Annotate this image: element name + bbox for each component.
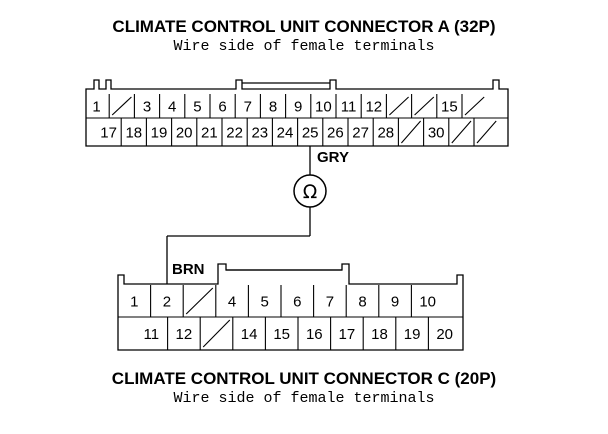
connector-c-subtitle: Wire side of female terminals xyxy=(173,390,435,407)
blank-cavity-mark xyxy=(476,120,497,144)
terminal-27: 27 xyxy=(352,125,369,142)
terminal-20: 20 xyxy=(436,326,453,343)
connector-c-title: CLIMATE CONTROL UNIT CONNECTOR C (20P) xyxy=(111,369,497,388)
blank-cavity-mark xyxy=(389,96,409,116)
terminal-21: 21 xyxy=(201,125,218,142)
terminal-1: 1 xyxy=(130,294,138,311)
terminal-2: 2 xyxy=(163,294,171,311)
ohm-symbol: Ω xyxy=(303,181,318,203)
terminal-17: 17 xyxy=(100,125,117,142)
terminal-18: 18 xyxy=(371,326,388,343)
blank-cavity-mark xyxy=(111,96,132,116)
blank-cavity-mark xyxy=(464,96,485,116)
terminal-30: 30 xyxy=(428,125,445,142)
terminal-11: 11 xyxy=(144,326,160,343)
terminal-24: 24 xyxy=(277,125,294,142)
terminal-1: 1 xyxy=(92,99,100,116)
terminal-10: 10 xyxy=(315,99,332,116)
terminal-19: 19 xyxy=(404,326,421,343)
terminal-16: 16 xyxy=(306,326,323,343)
terminal-3: 3 xyxy=(143,99,151,116)
terminal-14: 14 xyxy=(241,326,258,343)
gry-wire-label: GRY xyxy=(317,149,349,166)
terminal-15: 15 xyxy=(273,326,290,343)
terminal-7: 7 xyxy=(326,294,334,311)
blank-cavity-mark xyxy=(451,120,472,144)
terminal-11: 11 xyxy=(341,99,357,116)
terminal-23: 23 xyxy=(251,125,268,142)
terminal-4: 4 xyxy=(228,294,236,311)
terminal-9: 9 xyxy=(294,99,302,116)
terminal-7: 7 xyxy=(244,99,252,116)
terminal-10: 10 xyxy=(419,294,436,311)
blank-cavity-mark xyxy=(400,120,422,144)
terminal-4: 4 xyxy=(168,99,176,116)
terminal-6: 6 xyxy=(293,294,301,311)
blank-cavity-mark xyxy=(185,287,214,315)
terminal-19: 19 xyxy=(151,125,168,142)
connector-a-subtitle: Wire side of female terminals xyxy=(173,38,435,55)
terminal-5: 5 xyxy=(193,99,201,116)
terminal-5: 5 xyxy=(261,294,269,311)
blank-cavity-mark xyxy=(202,319,231,348)
terminal-6: 6 xyxy=(218,99,226,116)
terminal-26: 26 xyxy=(327,125,344,142)
terminal-9: 9 xyxy=(391,294,399,311)
terminal-28: 28 xyxy=(377,125,394,142)
terminal-25: 25 xyxy=(302,125,319,142)
terminal-18: 18 xyxy=(125,125,142,142)
brn-wire-label: BRN xyxy=(172,261,205,278)
connector-a-housing xyxy=(85,79,509,147)
blank-cavity-mark xyxy=(414,96,435,116)
terminal-12: 12 xyxy=(176,326,193,343)
terminal-12: 12 xyxy=(365,99,382,116)
terminal-15: 15 xyxy=(441,99,458,116)
terminal-17: 17 xyxy=(339,326,356,343)
terminal-22: 22 xyxy=(226,125,243,142)
connector-a-title: CLIMATE CONTROL UNIT CONNECTOR A (32P) xyxy=(112,17,496,36)
ohmmeter-icon xyxy=(293,174,327,208)
terminal-20: 20 xyxy=(176,125,193,142)
terminal-8: 8 xyxy=(358,294,366,311)
terminal-8: 8 xyxy=(269,99,277,116)
